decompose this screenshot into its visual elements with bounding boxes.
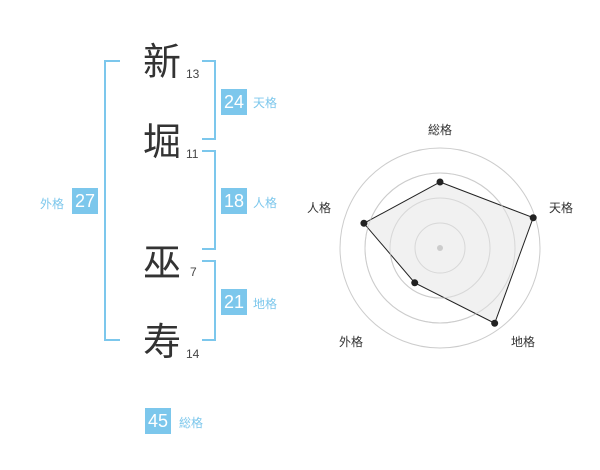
soukaku-label: 総格 bbox=[179, 416, 204, 430]
radar-points bbox=[360, 178, 537, 327]
jinkaku-bracket bbox=[202, 150, 216, 250]
name-char-2: 堀 bbox=[142, 120, 181, 164]
name-char-1: 新 bbox=[142, 40, 181, 84]
jinkaku-label: 人格 bbox=[253, 196, 278, 210]
radar-ring-overlay bbox=[364, 172, 516, 324]
radar-point bbox=[411, 279, 419, 287]
stroke-count-2: 11 bbox=[186, 147, 199, 161]
radar-axis-label-chikaku: 地格 bbox=[511, 335, 536, 349]
radar-axis-label-gaikaku: 外格 bbox=[339, 335, 364, 349]
radar-point bbox=[491, 319, 499, 327]
tenkaku-bracket bbox=[202, 60, 216, 140]
radar-axis-label-tenkaku: 天格 bbox=[549, 201, 574, 215]
jinkaku-value: 18 bbox=[221, 188, 248, 214]
gaikaku-label: 外格 bbox=[40, 197, 65, 211]
chikaku-label: 地格 bbox=[253, 297, 278, 311]
chikaku-bracket bbox=[202, 260, 216, 341]
radar-point bbox=[529, 214, 537, 222]
radar-point bbox=[436, 178, 444, 186]
name-char-4: 寿 bbox=[142, 320, 181, 364]
soukaku-value: 45 bbox=[145, 408, 172, 434]
tenkaku-value: 24 bbox=[221, 89, 248, 115]
stroke-count-4: 14 bbox=[186, 347, 200, 361]
radar-area bbox=[363, 181, 534, 324]
stroke-count-1: 13 bbox=[186, 67, 200, 81]
name-char-3: 巫 bbox=[142, 241, 181, 285]
radar-ring-overlay bbox=[414, 222, 466, 274]
tenkaku-label: 天格 bbox=[253, 96, 278, 110]
stroke-count-3: 7 bbox=[190, 265, 197, 279]
gaikaku-bracket bbox=[104, 60, 120, 341]
radar-center bbox=[437, 245, 443, 251]
radar-axis-label-soukaku: 総格 bbox=[428, 123, 453, 137]
radar-axis-label-jinkaku: 人格 bbox=[307, 201, 332, 215]
radar-ring-overlay bbox=[389, 197, 491, 299]
radar-point bbox=[360, 219, 368, 227]
gaikaku-value: 27 bbox=[72, 188, 99, 214]
chikaku-value: 21 bbox=[221, 289, 248, 315]
